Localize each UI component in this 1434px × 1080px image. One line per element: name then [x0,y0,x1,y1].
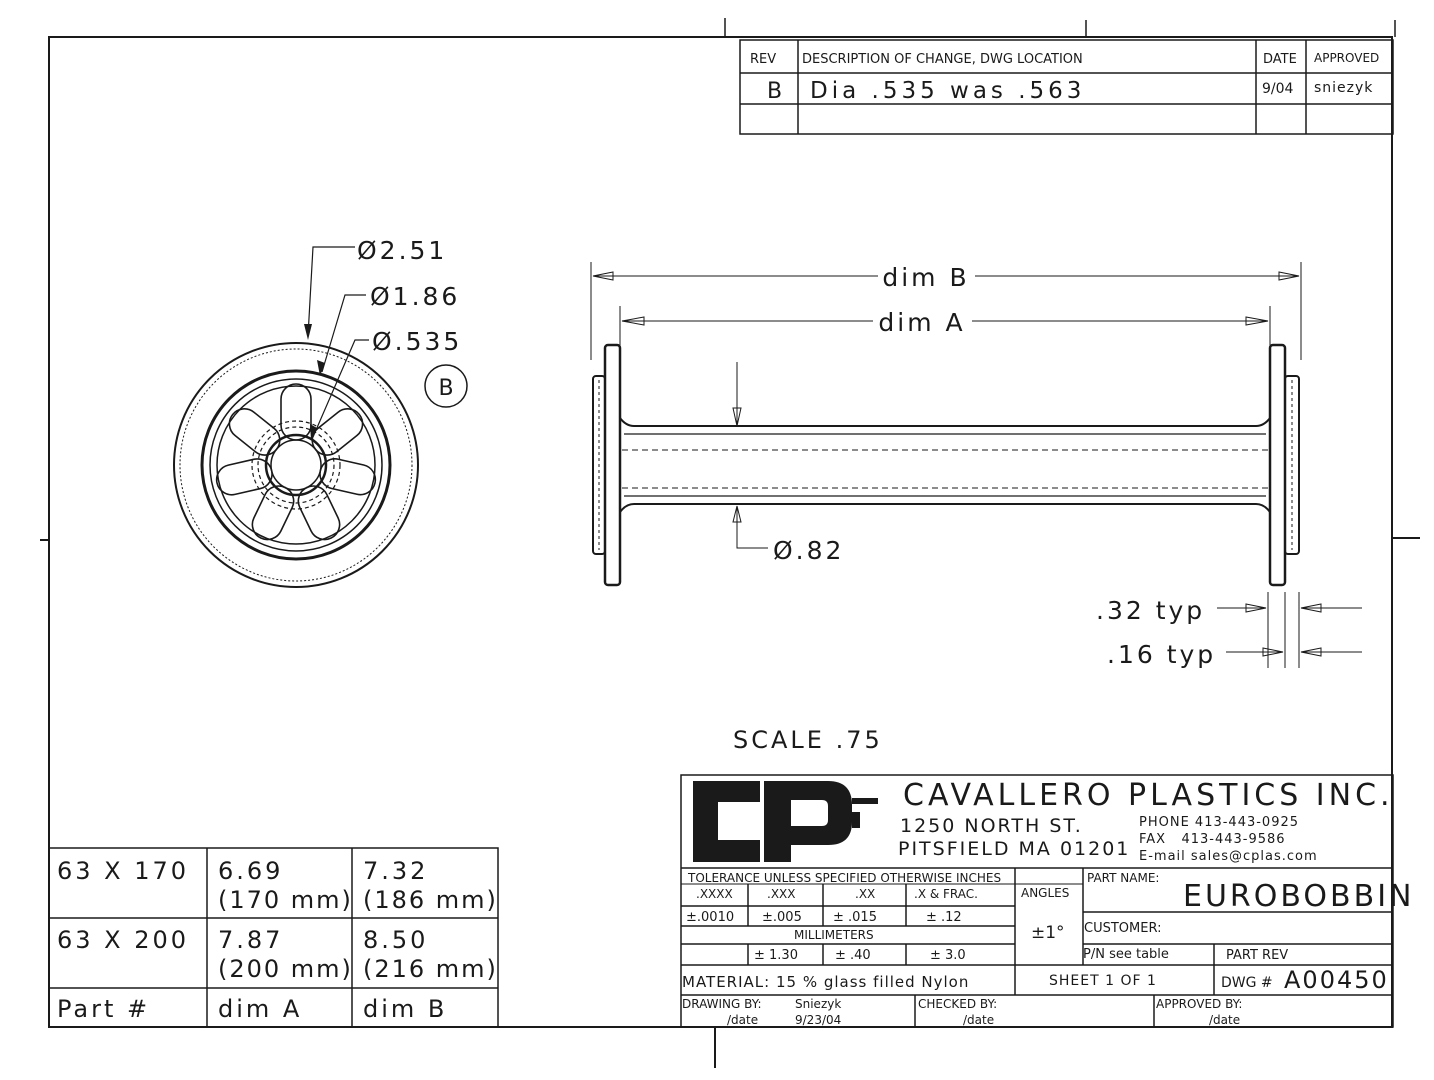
pn-label: P/N see table [1083,947,1169,962]
dwg-number: A00450 [1284,966,1389,994]
company-name: CAVALLERO PLASTICS INC. [903,778,1394,813]
table-part-63x170: 63 X 170 [57,857,189,885]
checked-date-label: /date [963,1013,994,1027]
drawing-by-label: DRAWING BY: [682,997,762,1011]
company-phone: PHONE 413-443-0925 [1139,815,1299,830]
tol-header-4dp: .XXXX [696,887,733,901]
approved-by-label: APPROVED BY: [1156,997,1242,1011]
tolerance-title: TOLERANCE UNLESS SPECIFIED OTHERWISE INC… [687,871,1001,885]
checked-by-label: CHECKED BY: [918,997,997,1011]
sheet-number: SHEET 1 OF 1 [1049,973,1157,989]
table-dim-a-in-170: 6.69 [218,857,283,885]
approved-header: APPROVED [1314,51,1379,65]
table-dim-a-in-200: 7.87 [218,926,283,954]
typ-16-label: .16 typ [1107,640,1216,669]
end-view [173,246,468,588]
dim-dia-535: Ø.535 [372,327,462,356]
approved-date-label: /date [1209,1013,1240,1027]
tol-header-frac: .X & FRAC. [914,887,978,901]
dim-a-label: dim A [878,308,965,337]
mm-tol-1: ± 1.30 [754,948,798,963]
company-address-2: PITSFIELD MA 01201 [898,838,1130,860]
side-view [590,262,1362,668]
drawing-date: 9/23/04 [795,1013,841,1027]
table-dim-b-mm-170: (186 mm) [363,886,498,914]
table-header-dim-b: dim B [363,995,447,1023]
angles-label: ANGLES [1021,886,1069,900]
drawing-by-name: Sniezyk [795,997,841,1011]
company-address-1: 1250 NORTH ST. [900,815,1083,837]
tol-header-2dp: .XX [855,887,875,901]
rev-header: REV [750,52,776,67]
company-email: E-mail sales@cplas.com [1139,849,1318,864]
dimension-table [48,847,499,1028]
table-part-63x200: 63 X 200 [57,926,189,954]
title-block-grid [680,774,1394,1028]
customer-label: CUSTOMER: [1084,921,1161,936]
company-fax: FAX 413-443-9586 [1139,832,1286,847]
part-rev-label: PART REV [1226,948,1288,963]
scale-note: SCALE .75 [733,726,883,754]
angle-tolerance: ±1° [1031,923,1065,943]
table-dim-b-in-200: 8.50 [363,926,428,954]
material-note: MATERIAL: 15 % glass filled Nylon [682,973,969,991]
core-dia-label: Ø.82 [773,536,844,565]
description-header: DESCRIPTION OF CHANGE, DWG LOCATION [802,52,1083,67]
table-header-dim-a: dim A [218,995,302,1023]
rev-approver: sniezyk [1314,80,1373,96]
millimeters-label: MILLIMETERS [794,928,874,942]
date-header: DATE [1263,52,1297,67]
drawing-date-label: /date [727,1013,758,1027]
rev-letter: B [767,79,782,104]
table-header-part: Part # [57,995,150,1023]
part-name: EUROBOBBIN [1183,879,1415,914]
part-name-label: PART NAME: [1087,871,1159,885]
cp-logo [693,781,878,862]
tol-value-4dp: ±.0010 [686,910,734,925]
tol-header-3dp: .XXX [767,887,795,901]
table-dim-a-mm-200: (200 mm) [218,955,353,983]
revision-block: REV DESCRIPTION OF CHANGE, DWG LOCATION … [739,39,1394,135]
dwg-label: DWG # [1221,975,1273,991]
rev-date: 9/04 [1262,81,1294,97]
dim-dia-2-51: Ø2.51 [357,236,447,265]
table-dim-b-mm-200: (216 mm) [363,955,498,983]
mm-tol-2: ± .40 [835,948,871,963]
dim-b-label: dim B [882,263,969,292]
dim-dia-1-86: Ø1.86 [370,282,460,311]
rev-description: Dia .535 was .563 [810,78,1085,104]
tol-value-3dp: ±.005 [762,910,802,925]
rev-callout-bubble: B [438,376,453,401]
table-dim-a-mm-170: (170 mm) [218,886,353,914]
typ-32-label: .32 typ [1096,596,1205,625]
tol-value-2dp: ± .015 [833,910,877,925]
mm-tol-3: ± 3.0 [930,948,966,963]
tol-value-frac: ± .12 [926,910,962,925]
table-dim-b-in-170: 7.32 [363,857,428,885]
